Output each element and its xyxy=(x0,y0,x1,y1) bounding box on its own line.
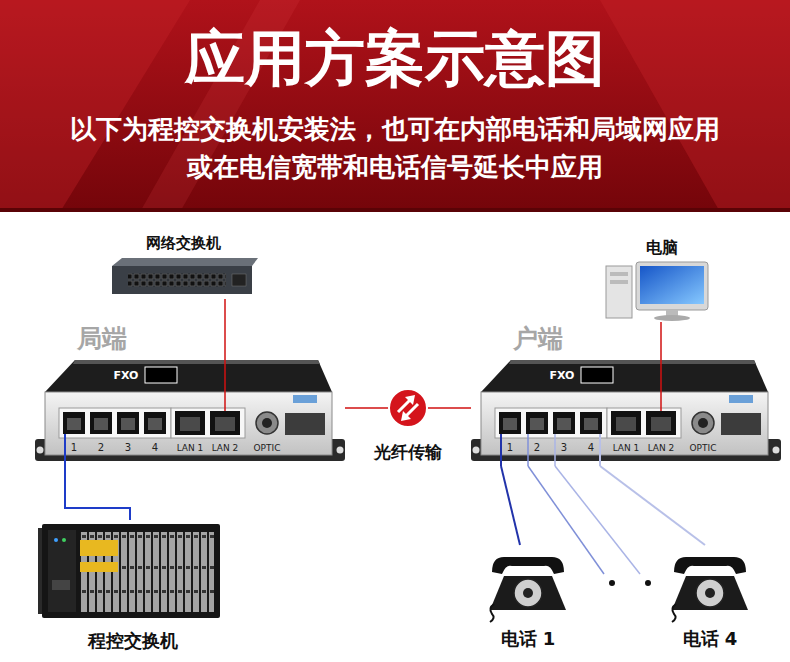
port-name: LAN 1 xyxy=(177,442,204,455)
node-label: 电话 1 xyxy=(474,628,582,650)
diagram-title: 应用方案示意图 xyxy=(0,22,790,94)
phone-wire xyxy=(500,434,502,466)
pc-drive xyxy=(610,272,628,276)
lan-wire xyxy=(660,358,662,411)
phone-wire xyxy=(554,434,556,466)
banner-edge xyxy=(0,208,790,212)
port-number: 2 xyxy=(534,441,540,455)
switch-top xyxy=(112,258,258,266)
pc-monitor xyxy=(636,262,708,310)
edge-label: 光纤传输 xyxy=(371,441,445,463)
port-name: LAN 2 xyxy=(648,442,675,455)
node-label: 网络交换机 xyxy=(104,233,262,253)
port-number: 3 xyxy=(561,441,567,455)
node-label: 局端 xyxy=(77,324,127,354)
banner-ground xyxy=(0,0,790,212)
phone-4-picture xyxy=(672,557,748,622)
port-number: 2 xyxy=(98,441,104,455)
ellipsis-dot xyxy=(609,580,615,586)
node-label: 程控交换机 xyxy=(36,630,229,652)
fiber-arrowhead xyxy=(405,395,415,405)
pbx-node: 程控交换机 xyxy=(36,520,229,652)
fiber-arrowhead xyxy=(401,411,411,421)
port-name: LAN 1 xyxy=(613,442,640,455)
device-badge: FXO xyxy=(550,368,575,383)
port-number: 4 xyxy=(588,441,594,455)
office-device xyxy=(35,360,345,461)
port-number: 3 xyxy=(125,441,131,455)
switch-ports xyxy=(128,273,226,287)
banner-streak xyxy=(600,0,790,212)
port-name: OPTIC xyxy=(254,442,281,455)
port-number: 1 xyxy=(507,441,513,455)
pc-base xyxy=(654,315,690,321)
pbx-chassis xyxy=(42,524,220,618)
switch-front xyxy=(112,266,252,294)
phone-1-picture xyxy=(490,557,566,622)
pbx-led xyxy=(62,538,66,542)
subtitle: 以下为程控交换机安装法，也可在内部电话和局域网应用 或在电信宽带和电话信号延长中… xyxy=(63,110,727,186)
connector xyxy=(65,466,130,520)
pc-tower xyxy=(606,266,632,318)
user-device xyxy=(471,360,781,461)
phone-wire xyxy=(599,434,601,466)
pbx-control xyxy=(48,530,76,612)
computer-node: 电脑 xyxy=(602,238,722,322)
pbx-module xyxy=(80,562,118,572)
connector xyxy=(660,322,662,358)
port-number: 1 xyxy=(71,441,77,455)
connector xyxy=(224,299,226,358)
ellipsis-dot xyxy=(645,580,651,586)
port-name: LAN 2 xyxy=(212,442,239,455)
pbx-port xyxy=(52,580,70,590)
pbx-cards xyxy=(80,532,214,612)
pc-screen xyxy=(640,266,704,304)
phone-wire xyxy=(527,434,529,466)
switch-uplink xyxy=(232,274,246,286)
phone-wire xyxy=(555,466,640,574)
port-number: 4 xyxy=(152,441,158,455)
device-badge: FXO xyxy=(114,368,139,383)
node-label: 电脑 xyxy=(602,238,722,258)
connector xyxy=(501,466,520,545)
phone-node: 电话 1 xyxy=(474,545,582,650)
port-name: OPTIC xyxy=(690,442,717,455)
phone-wire xyxy=(64,434,66,466)
pc-drive xyxy=(610,280,628,284)
node-label: 户端 xyxy=(513,324,563,354)
lan-wire xyxy=(224,358,226,411)
switch-node: 网络交换机 xyxy=(104,233,262,299)
node-label: 电话 4 xyxy=(656,628,764,650)
phone-node: 电话 4 xyxy=(656,545,764,650)
pbx-module xyxy=(80,540,118,556)
fiber-icon xyxy=(389,389,427,427)
connector xyxy=(600,466,705,545)
pbx-led xyxy=(54,538,58,542)
